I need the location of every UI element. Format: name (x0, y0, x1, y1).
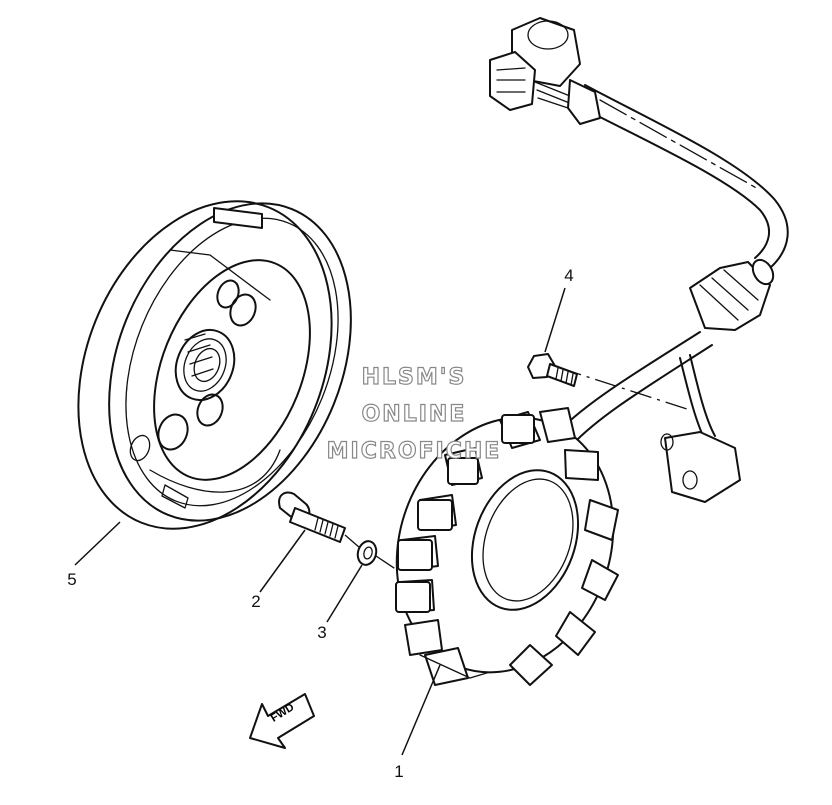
watermark-line-2: ONLINE (361, 401, 467, 427)
callout-4: 4 (564, 266, 574, 285)
callout-1: 1 (394, 762, 404, 781)
screw (527, 353, 578, 387)
washer (356, 540, 378, 566)
callout-2: 2 (251, 592, 261, 611)
callout-3: 3 (317, 623, 327, 642)
bolt (278, 491, 346, 543)
stator (395, 407, 619, 686)
watermark-line-3: MICROFICHE (326, 438, 502, 464)
flywheel-rotor (77, 200, 352, 530)
callout-5: 5 (67, 570, 77, 589)
watermark-line-1: HLSM'S (361, 364, 467, 390)
fwd-arrow-icon (249, 693, 315, 749)
wire-harness (489, 17, 789, 503)
